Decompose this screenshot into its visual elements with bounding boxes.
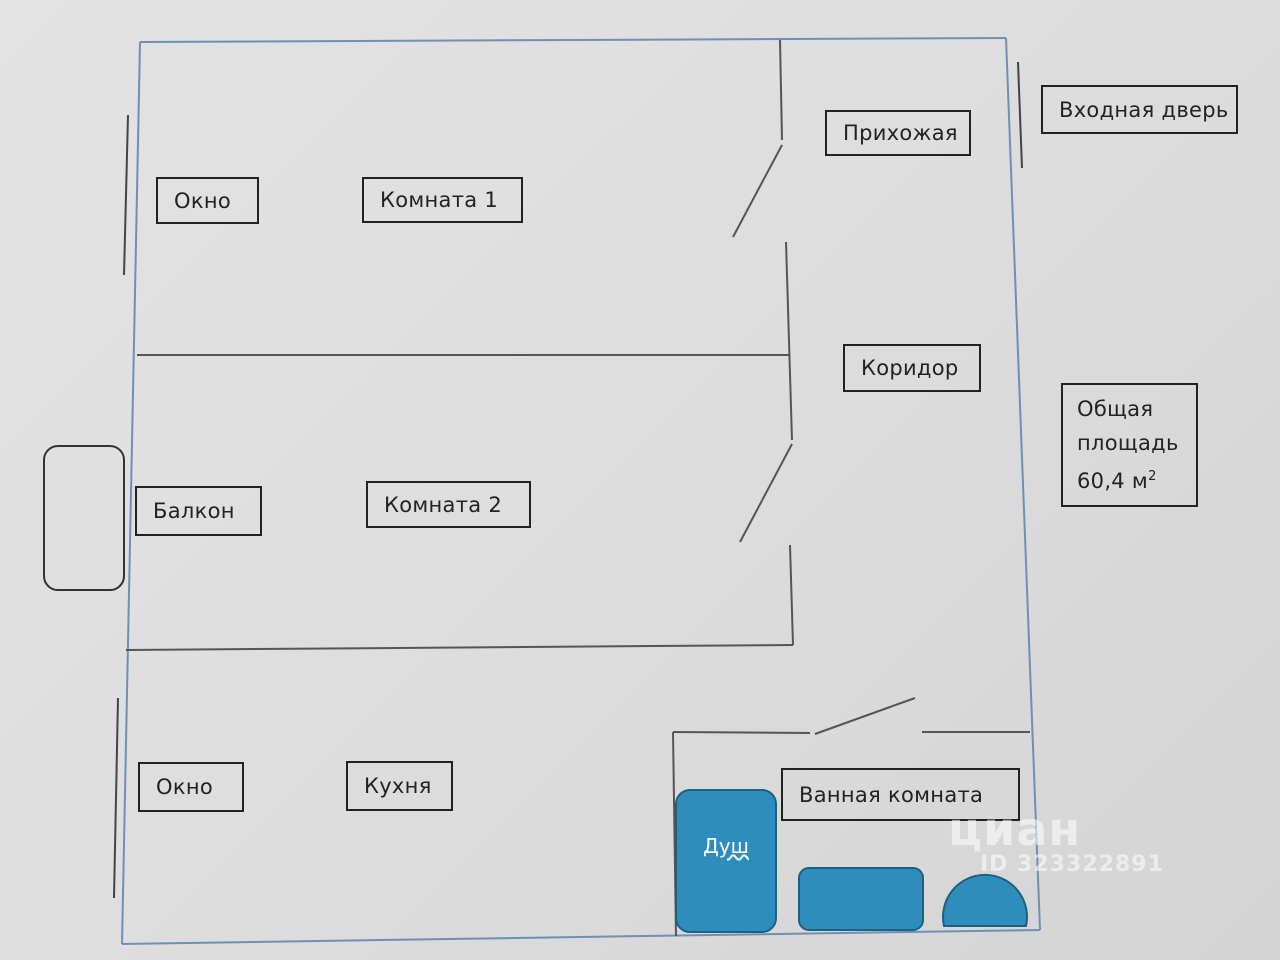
listing-id-watermark: ID 323322891 — [980, 852, 1164, 877]
balcony-label: Балкон — [135, 486, 262, 536]
room-1-label: Комната 1 — [362, 177, 523, 223]
kitchen-label: Кухня — [346, 761, 453, 811]
total-area-box: Общая площадь 60,4 м2 — [1061, 383, 1198, 507]
room-2-label: Комната 2 — [366, 481, 531, 528]
window-label-top: Окно — [156, 177, 259, 224]
hallway-label: Прихожая — [825, 110, 971, 156]
cian-logo-icon: циан — [948, 802, 1082, 856]
total-area-unit-power: 2 — [1148, 469, 1157, 484]
window-label-bottom: Окно — [138, 762, 244, 812]
entrance-door-label: Входная дверь — [1041, 85, 1238, 134]
outer-wall-right — [1005, 37, 1041, 931]
wall-bathroom-top-left — [672, 731, 811, 734]
total-area-line2: площадь — [1077, 431, 1179, 455]
bathtub-fixture — [798, 867, 924, 931]
outer-wall-bottom — [121, 929, 1041, 945]
total-area-value-line: 60,4 м2 — [1077, 460, 1157, 498]
wall-corridor-lower — [789, 544, 794, 646]
outer-wall-left — [121, 41, 141, 945]
balcony-outline — [43, 445, 125, 591]
shower-label: Душ — [703, 834, 749, 858]
shower-fixture — [675, 789, 777, 933]
bathroom-label: Ванная комната — [781, 768, 1020, 821]
door-room1 — [732, 144, 783, 238]
sink-fixture — [942, 873, 1028, 927]
wall-room1-hallway — [779, 39, 783, 141]
outer-wall-top — [139, 37, 1007, 43]
wall-room2-kitchen — [125, 644, 794, 651]
corridor-label: Коридор — [843, 344, 981, 392]
total-area-line1: Общая — [1077, 397, 1154, 421]
door-bathroom — [814, 697, 916, 735]
window-mark-bottom-left — [113, 697, 119, 899]
wall-corridor-upper — [785, 241, 793, 441]
total-area-value: 60,4 м — [1077, 469, 1149, 493]
door-room2 — [739, 443, 793, 543]
window-mark-top-left — [123, 114, 129, 276]
entrance-door-mark — [1017, 61, 1023, 169]
